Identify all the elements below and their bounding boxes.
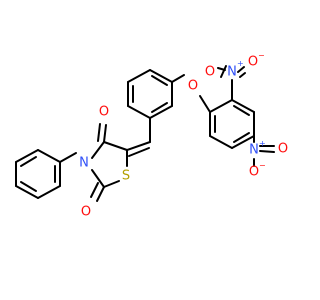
atom-labels: O O N S O O N + O − N + O O −	[79, 51, 288, 220]
bond	[231, 99, 255, 113]
bond	[20, 156, 37, 167]
bond	[127, 69, 151, 83]
bond	[209, 99, 233, 113]
bond	[126, 141, 151, 151]
bond	[127, 105, 151, 119]
ether-oxygen: O	[188, 79, 198, 94]
bond	[15, 149, 39, 163]
bond	[237, 66, 245, 73]
bond	[217, 67, 226, 71]
bond	[151, 102, 168, 113]
bond	[233, 132, 250, 143]
bond	[239, 72, 246, 78]
bond	[91, 141, 105, 159]
bond	[59, 152, 77, 163]
ring-oxygen-bottom: O	[81, 205, 91, 220]
nitro1-oxygen-right: O	[248, 55, 258, 70]
bond	[37, 185, 61, 199]
bond	[103, 180, 120, 188]
bond	[103, 124, 107, 143]
bond	[199, 95, 211, 113]
bond	[37, 149, 61, 163]
bond	[220, 65, 227, 78]
ring-sulfur: S	[122, 169, 130, 184]
nitro1-oxygen-left: O	[205, 65, 215, 80]
nitro2-oxygen-charge: −	[259, 161, 266, 170]
bond	[151, 75, 168, 86]
bond	[231, 135, 255, 149]
bond	[233, 105, 250, 116]
nitro2-oxygen-bottom: O	[249, 165, 259, 180]
nitro1-nitrogen: N	[227, 65, 237, 80]
bond	[171, 74, 185, 83]
bond	[15, 185, 39, 199]
molecule-svg: O O N S O O N + O − N + O O −	[15, 51, 288, 220]
bond	[259, 150, 275, 153]
molecule-structure-diagram: O O N S O O N + O − N + O O −	[15, 51, 289, 220]
bond	[149, 105, 173, 119]
bond	[128, 147, 150, 157]
bond	[103, 141, 128, 151]
nitro1-nitrogen-charge: +	[237, 59, 244, 68]
nitro1-oxygen-charge: −	[258, 51, 265, 60]
bond	[96, 186, 105, 202]
bond	[20, 181, 37, 192]
bond	[91, 169, 105, 188]
bonds	[15, 65, 275, 202]
bond	[97, 123, 101, 142]
bond	[149, 69, 173, 83]
ring-oxygen-top: O	[99, 105, 109, 120]
bond	[90, 182, 99, 198]
nitro2-oxygen-right: O	[278, 142, 288, 157]
ring-nitrogen: N	[79, 156, 89, 171]
nitro2-nitrogen: N	[249, 143, 259, 158]
bond	[209, 135, 233, 149]
nitro2-nitrogen-charge: +	[259, 139, 266, 148]
